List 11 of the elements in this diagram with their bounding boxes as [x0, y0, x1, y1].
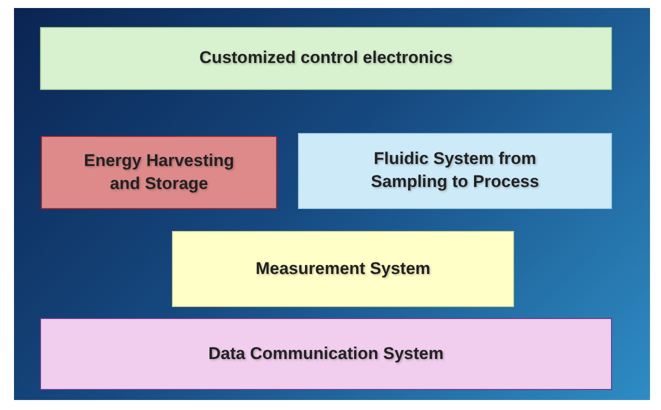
- block-box: [40, 27, 612, 90]
- block-box: [41, 136, 277, 209]
- block-box: [40, 318, 612, 390]
- block-box: [172, 231, 514, 307]
- panel-background: [14, 8, 650, 400]
- block-label: Fluidic System from Sampling to Process: [370, 148, 540, 193]
- block-box: [298, 133, 612, 209]
- block-label: Energy Harvesting and Storage: [82, 150, 236, 195]
- block-label: Customized control electronics: [199, 47, 453, 70]
- block-label: Measurement System: [256, 258, 430, 280]
- block-label: Data Communication System: [208, 342, 444, 365]
